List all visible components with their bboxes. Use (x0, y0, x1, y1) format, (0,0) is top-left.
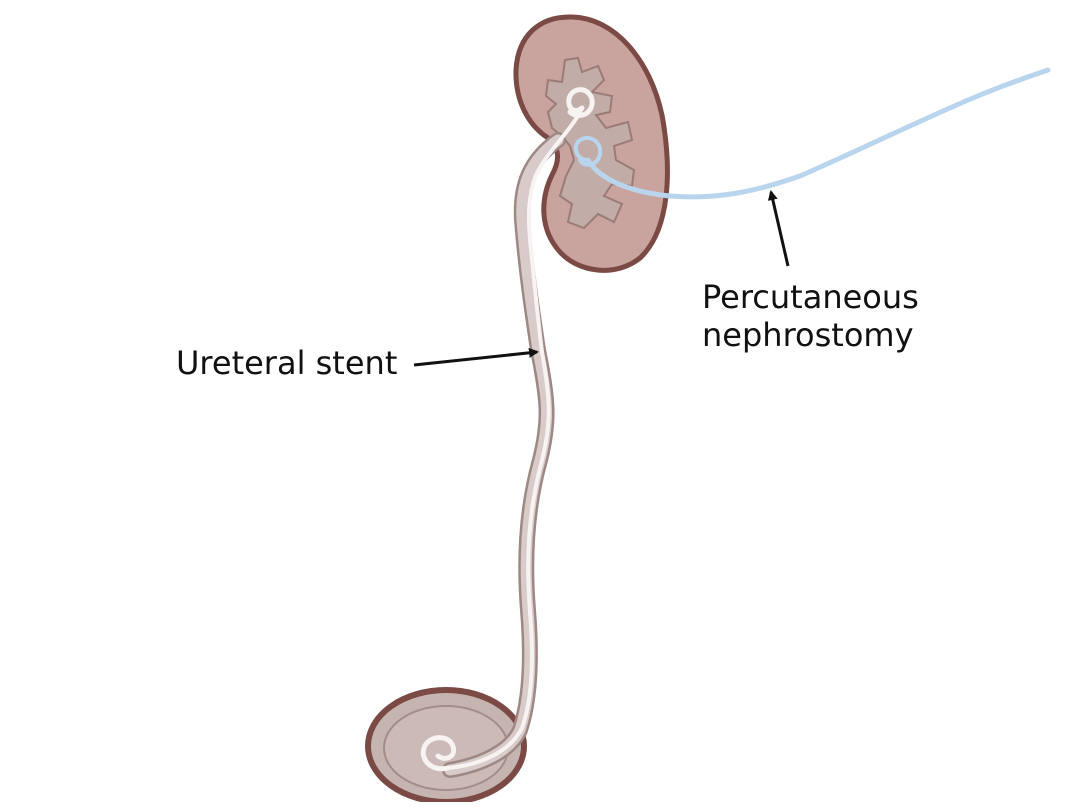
stent-lower-pigtail (420, 735, 456, 772)
nephrostomy-pointer-arrow (767, 190, 790, 267)
nephrostomy-label-line2: nephrostomy (702, 316, 914, 354)
nephrostomy-label-line1: Percutaneous (702, 278, 919, 316)
stent-pointer-arrow (413, 347, 539, 367)
ureteral-stent-label: Ureteral stent (176, 344, 398, 382)
nephrostomy-pigtail (573, 135, 603, 167)
stent-upper-pigtail (566, 87, 595, 118)
nephrostomy-label: Percutaneous nephrostomy (702, 278, 919, 354)
ureteral-stent-core (446, 106, 584, 770)
bladder-inner (383, 705, 509, 791)
nephrostomy-tube (585, 67, 1051, 200)
